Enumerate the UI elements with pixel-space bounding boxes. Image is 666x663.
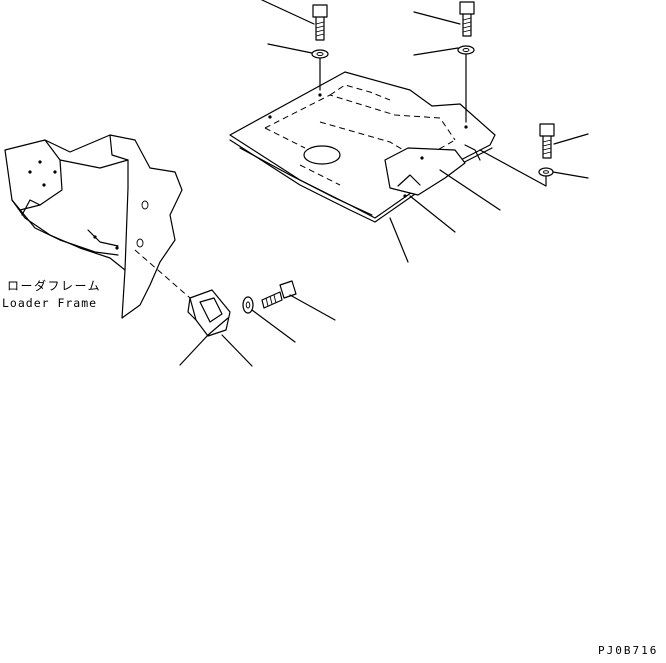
floor-plate [229, 71, 496, 223]
bolt [261, 280, 297, 309]
plate-bolt-hole [318, 93, 322, 97]
assembly-line [134, 249, 191, 299]
frame-hole [38, 160, 42, 164]
washer [242, 296, 254, 314]
assembly-line [479, 149, 547, 187]
washer [538, 167, 554, 177]
plate-bolt-hole [420, 156, 424, 160]
washer [457, 45, 475, 55]
frame-hole [115, 246, 119, 250]
plate-bolt-hole [268, 115, 272, 119]
washer [311, 49, 329, 59]
bolt [459, 1, 475, 37]
frame-label-en: Loader Frame [2, 296, 97, 310]
plate-bolt-hole [464, 125, 468, 129]
bolt [312, 4, 328, 41]
assembly-line [179, 317, 229, 366]
plate-center-hole [303, 145, 341, 165]
frame-label-jp: ローダフレーム [7, 278, 101, 293]
plate-bolt-hole [403, 194, 407, 198]
frame-hole [42, 183, 46, 187]
frame-hole [93, 235, 97, 239]
leader-lines [221, 0, 589, 367]
frame-hole [28, 170, 32, 174]
bracket [187, 289, 231, 337]
loader-frame [4, 134, 183, 319]
frame-hole [53, 170, 57, 174]
bolt [539, 123, 555, 159]
drawing-code: PJ0B716 [598, 644, 658, 657]
